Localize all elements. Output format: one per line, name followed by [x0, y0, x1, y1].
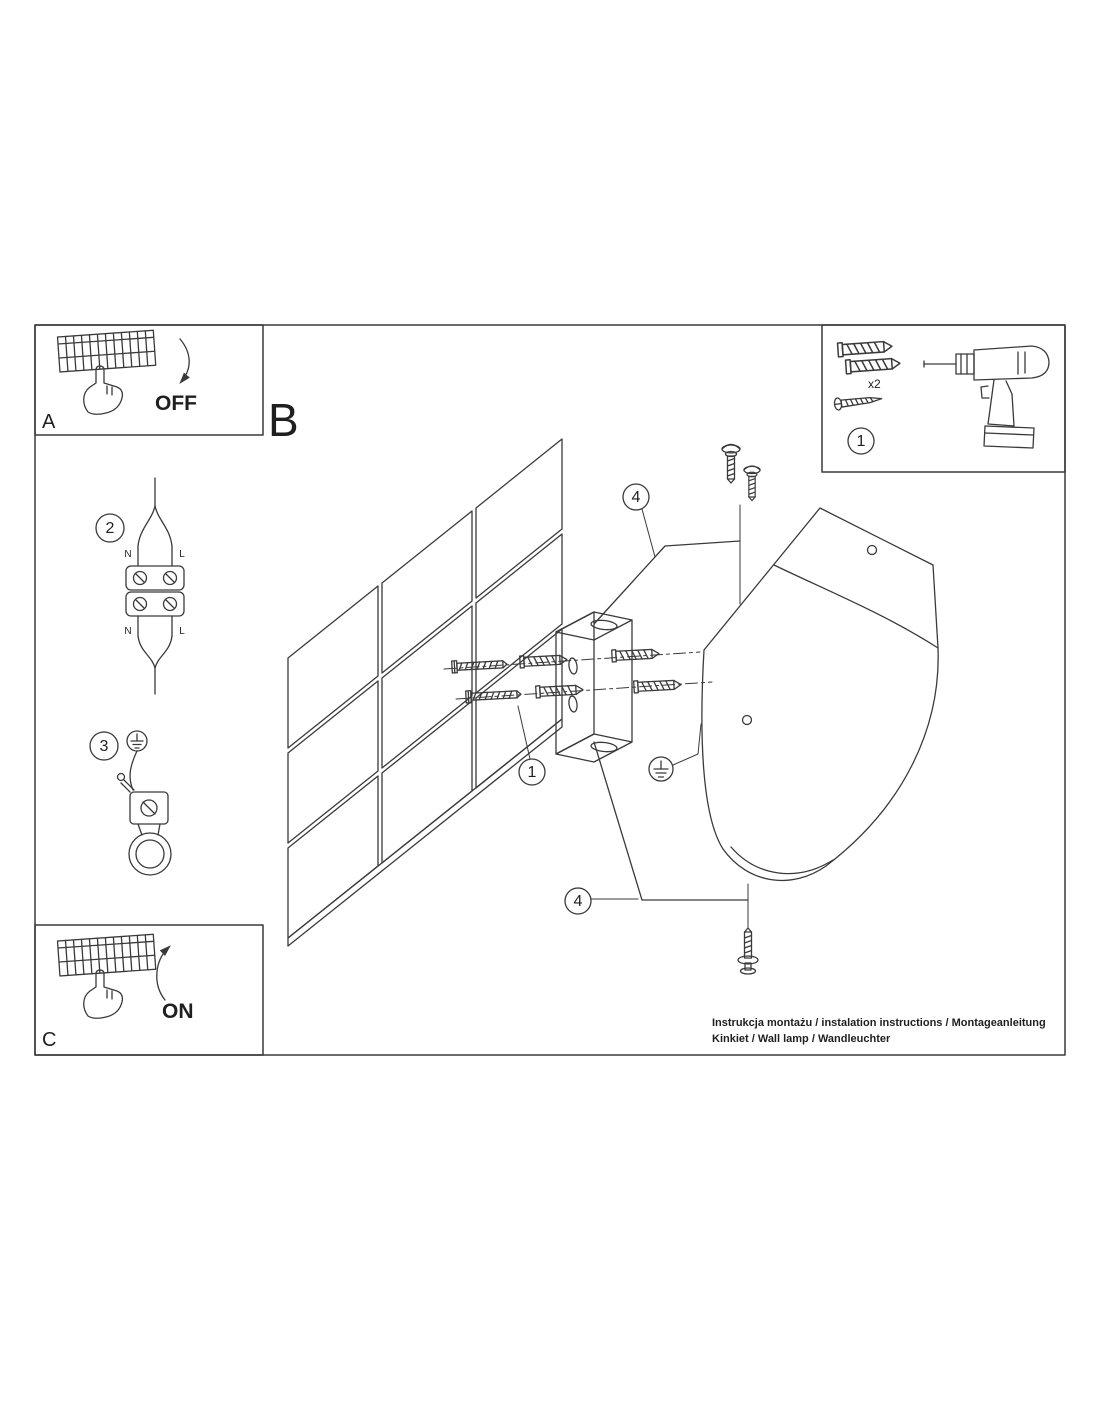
- mounting-arms: [564, 483, 749, 915]
- wall-lamp-body: [701, 507, 939, 882]
- arm-top-callout-circle: [622, 483, 650, 511]
- anchor-quantity-label: x2: [868, 377, 881, 391]
- hand-icon: [83, 969, 124, 1019]
- wire-n-top-label: N: [124, 549, 131, 560]
- arm-bottom-step-number: 4: [574, 893, 583, 910]
- off-label: OFF: [155, 392, 197, 415]
- main-frame: [34, 324, 1066, 1056]
- step-1-callout-circle: [847, 427, 875, 455]
- mounting-bracket: [517, 611, 633, 786]
- wall-plug-icon: [535, 682, 584, 699]
- on-label: ON: [162, 1000, 194, 1023]
- wall-plug-icon: [844, 355, 902, 375]
- step-1-number: 1: [857, 433, 866, 450]
- section-b-label: B: [268, 394, 299, 446]
- fixing-hardware: [443, 646, 713, 704]
- section-a-label: A: [42, 411, 56, 433]
- step-3-number: 3: [100, 738, 109, 755]
- lamp-ground-point: [648, 723, 702, 782]
- section-c-label: C: [42, 1029, 56, 1051]
- off-arrow-icon: [179, 338, 190, 384]
- wood-screw-icon: [833, 396, 883, 411]
- wall-plug-icon: [611, 646, 660, 663]
- earth-symbol-icon: [126, 730, 148, 752]
- wiring-diagram: [95, 477, 185, 695]
- footer-line-1: Instrukcja montażu / instalation instruc…: [712, 1017, 1046, 1029]
- step-3-callout-circle: [89, 731, 119, 761]
- terminal-strip-icon: [56, 329, 157, 373]
- bracket-step-number: 1: [528, 764, 537, 781]
- top-screws: [721, 443, 761, 605]
- ground-clamp-icon: [116, 750, 172, 876]
- section-c-illustration: [56, 933, 171, 1019]
- flange-screw-icon: [737, 927, 759, 975]
- toolbox-illustration: [833, 338, 1050, 455]
- arm-top-step-number: 4: [632, 489, 641, 506]
- wall-plug-icon: [519, 652, 568, 669]
- text-layer: A OFF B C ON 1 x2 2 3 1 4 4 N L N L Inst…: [42, 377, 1046, 1051]
- wire-l-top-label: L: [179, 549, 185, 560]
- terminal-strip-icon: [56, 933, 157, 977]
- wire-n-bottom-label: N: [124, 626, 131, 637]
- section-a-illustration: [56, 329, 190, 415]
- wire-l-bottom-label: L: [179, 626, 185, 637]
- toolbox-frame: [821, 324, 1066, 473]
- linework: [34, 324, 1066, 1056]
- section-c-box: [34, 924, 264, 1056]
- hand-icon: [83, 365, 124, 415]
- flange-screw-icon: [743, 465, 761, 502]
- flange-screw-icon: [721, 443, 741, 484]
- step-2-number: 2: [106, 520, 115, 537]
- bracket-callout-circle: [518, 758, 546, 786]
- bottom-screw: [737, 883, 759, 975]
- step-2-callout-circle: [95, 513, 125, 543]
- arm-bottom-callout-circle: [564, 887, 592, 915]
- drill-icon: [923, 345, 1050, 449]
- wall-plug-icon: [836, 338, 894, 358]
- on-arrow-icon: [156, 945, 171, 1001]
- grounding-diagram: [89, 730, 172, 876]
- section-a-box: [34, 324, 264, 436]
- footer-line-2: Kinkiet / Wall lamp / Wandleuchter: [712, 1033, 891, 1045]
- wall-panels: [287, 438, 563, 947]
- earth-symbol-icon: [648, 756, 674, 782]
